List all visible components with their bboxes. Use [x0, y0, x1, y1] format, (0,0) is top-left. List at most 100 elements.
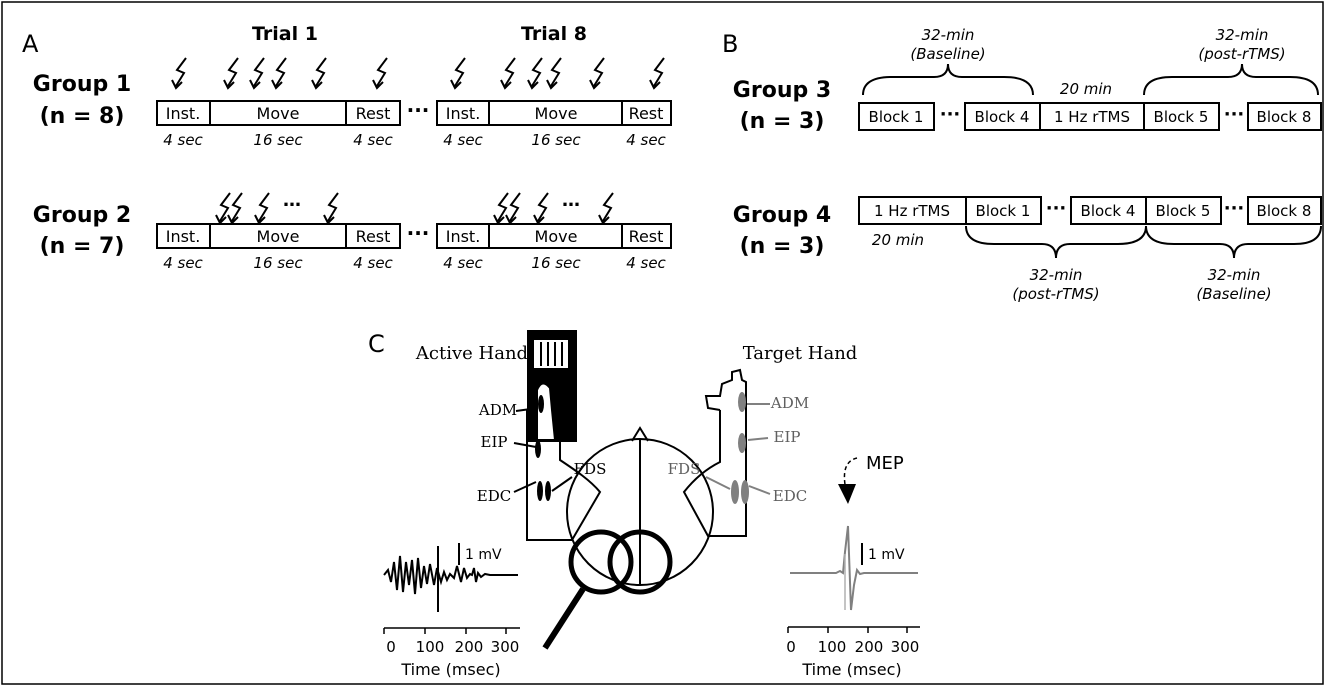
adm-label: ADM	[478, 401, 517, 419]
block-ellipsis: ···	[1224, 104, 1245, 125]
dur-move: 16 sec	[531, 131, 581, 149]
right-arm-illustration	[682, 368, 747, 537]
post-rtms-brace	[965, 225, 1147, 259]
seg-move: Move	[257, 104, 300, 123]
tick-label: 300	[491, 638, 520, 656]
dur-rest: 4 sec	[353, 131, 393, 149]
tick-label: 200	[455, 638, 484, 656]
dur-move: 16 sec	[253, 254, 303, 272]
post-label: (post-rTMS)	[1198, 45, 1285, 63]
baseline-label: (Baseline)	[910, 45, 985, 63]
adm-label: ADM	[770, 394, 809, 412]
mep-annotation: MEP	[838, 453, 904, 504]
block: Block 1	[869, 108, 924, 126]
group-2-stimulation-markers	[215, 192, 614, 224]
tick-label: 0	[786, 638, 796, 656]
dur-inst: 4 sec	[163, 254, 203, 272]
group-2-stim-ellipsis: …	[562, 190, 580, 211]
tick-label: 300	[891, 638, 920, 656]
seg-rest: Rest	[356, 227, 391, 246]
seg-inst: Inst.	[166, 104, 201, 123]
panel-b-label: B	[722, 30, 738, 58]
baseline-duration: 32-min	[922, 26, 975, 44]
seg-rest: Rest	[356, 104, 391, 123]
seg-rest: Rest	[629, 227, 664, 246]
scale-bar-label: 1 mV	[868, 547, 905, 563]
fds-label: FDS	[574, 460, 607, 478]
rtms-duration: 20 min	[1060, 80, 1112, 98]
block-ellipsis: ···	[1224, 198, 1245, 219]
dur-inst: 4 sec	[443, 131, 483, 149]
fds-label: FDS	[668, 460, 701, 478]
group-1-durations: 4 sec 16 sec 4 sec 4 sec 16 sec 4 sec	[163, 131, 666, 149]
seg-inst: Inst.	[166, 227, 201, 246]
block: Block 5	[1154, 108, 1209, 126]
seg-move: Move	[535, 227, 578, 246]
mep-label: MEP	[866, 453, 904, 474]
left-electrodes	[535, 395, 551, 501]
post-rtms-brace	[1143, 63, 1319, 96]
group-1-n: (n = 8)	[40, 104, 125, 129]
response-pad-icon	[527, 330, 577, 442]
group-3-top-annotations: 32-min (Baseline) 20 min 32-min (post-rT…	[862, 26, 1319, 98]
group-1-trial-1-timeline: Inst. Move Rest	[156, 100, 401, 126]
head-illustration	[566, 426, 714, 586]
eip-label: EIP	[481, 433, 508, 451]
dur-inst: 4 sec	[443, 254, 483, 272]
group-1-stimulation-markers	[171, 57, 665, 89]
group-4-n: (n = 3)	[740, 234, 825, 259]
group-2-n: (n = 7)	[40, 234, 125, 259]
active-hand-emg-trace: 1 mV 0 100 200 300 Time (msec)	[383, 543, 520, 679]
edc-label: EDC	[773, 487, 807, 505]
x-axis-label: Time (msec)	[801, 660, 901, 679]
scale-bar-label: 1 mV	[465, 547, 502, 563]
tick-label: 0	[386, 638, 396, 656]
post-duration: 32-min	[1216, 26, 1269, 44]
trial-1-heading: Trial 1	[252, 23, 318, 45]
dur-rest: 4 sec	[626, 131, 666, 149]
rtms-duration: 20 min	[872, 231, 924, 249]
left-muscle-labels: ADM EIP FDS EDC	[477, 401, 607, 505]
group-1-name: Group 1	[33, 72, 131, 97]
group-3-blocks: Block 1 ··· Block 4 1 Hz rTMS Block 5 ··…	[858, 102, 1322, 131]
eip-label: EIP	[774, 428, 801, 446]
block: Block 5	[1156, 202, 1211, 220]
tick-label: 100	[818, 638, 847, 656]
post-label: (post-rTMS)	[1012, 285, 1099, 303]
block: Block 1	[976, 202, 1031, 220]
group-3-name: Group 3	[733, 78, 831, 103]
right-electrodes	[731, 392, 749, 504]
seg-move: Move	[535, 104, 578, 123]
target-hand-title: Target Hand	[743, 343, 858, 364]
edc-label: EDC	[477, 487, 511, 505]
dur-move: 16 sec	[531, 254, 581, 272]
rtms-block: 1 Hz rTMS	[1054, 108, 1130, 126]
baseline-brace	[1145, 225, 1322, 259]
dur-rest: 4 sec	[353, 254, 393, 272]
group-4-name: Group 4	[733, 203, 831, 228]
panel-a: A Trial 1 Trial 8 Group 1 (n = 8) Inst. …	[22, 23, 672, 272]
seg-inst: Inst.	[446, 227, 481, 246]
rtms-block: 1 Hz rTMS	[874, 202, 950, 220]
block: Block 8	[1257, 108, 1312, 126]
group-4-annotations: 20 min 32-min (post-rTMS) 32-min (Baseli…	[872, 225, 1322, 303]
panel-c-label: C	[368, 330, 385, 358]
post-duration: 32-min	[1030, 266, 1083, 284]
group-2-stim-ellipsis: …	[283, 190, 301, 211]
trial-8-heading: Trial 8	[521, 23, 587, 45]
group-2-name: Group 2	[33, 203, 131, 228]
dur-inst: 4 sec	[163, 131, 203, 149]
target-hand-emg-trace: 1 mV 0 100 200 300 Time (msec)	[786, 525, 920, 679]
x-axis-label: Time (msec)	[400, 660, 500, 679]
block: Block 4	[1081, 202, 1136, 220]
group-2-durations: 4 sec 16 sec 4 sec 4 sec 16 sec 4 sec	[163, 254, 666, 272]
block: Block 4	[975, 108, 1030, 126]
group-3-n: (n = 3)	[740, 109, 825, 134]
group-1-trial-8-timeline: Inst. Move Rest	[436, 100, 672, 126]
group-4-blocks: 1 Hz rTMS Block 1 ··· Block 4 Block 5 ··…	[858, 196, 1322, 225]
dur-rest: 4 sec	[626, 254, 666, 272]
group-1-ellipsis: ···	[407, 98, 430, 122]
panel-a-label: A	[22, 30, 39, 58]
